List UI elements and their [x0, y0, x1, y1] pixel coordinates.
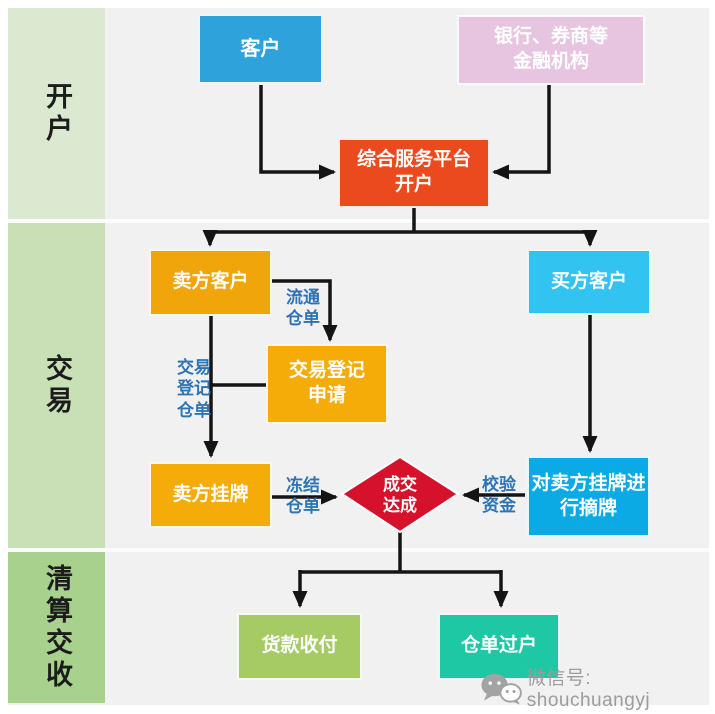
section-divider-2 — [8, 548, 709, 552]
wechat-watermark: 微信号: shouchuangyj — [479, 663, 715, 712]
phase-label-clearing: 清算交收 — [42, 563, 73, 692]
node-delist-seller-listing: 对卖方挂牌进 行摘牌 — [527, 456, 650, 537]
phase-band-trading: 交易 — [8, 223, 105, 548]
node-buyer-customer: 买方客户 — [527, 249, 651, 315]
edge-label-registration-receipt: 交易 登记 仓单 — [177, 358, 211, 420]
node-customer: 客户 — [198, 14, 323, 84]
node-platform-account-opening: 综合服务平台 开户 — [338, 138, 490, 208]
phase-label-open-account: 开户 — [42, 81, 73, 146]
wechat-id-text: 微信号: shouchuangyj — [526, 668, 651, 711]
wechat-icon — [481, 673, 522, 705]
phase-label-trading: 交易 — [42, 353, 73, 418]
edge-label-freeze-receipt: 冻结 仓单 — [286, 476, 320, 517]
edge-label-circulating-receipt: 流通 仓单 — [286, 288, 320, 329]
node-seller-customer: 卖方客户 — [149, 249, 272, 316]
phase-band-open-account: 开户 — [8, 8, 105, 219]
node-seller-listing: 卖方挂牌 — [149, 462, 272, 528]
node-payment-settlement: 货款收付 — [237, 613, 362, 680]
node-deal-reached: 成交 达成 — [383, 474, 417, 515]
phase-band-clearing: 清算交收 — [8, 552, 105, 703]
edge-label-verify-funds: 校验 资金 — [482, 475, 516, 516]
node-receipt-transfer: 仓单过户 — [438, 613, 560, 680]
node-bank-institutions: 银行、券商等 金融机构 — [457, 15, 645, 85]
section-divider-1 — [8, 219, 709, 223]
node-trade-registration-application: 交易登记 申请 — [266, 344, 388, 424]
